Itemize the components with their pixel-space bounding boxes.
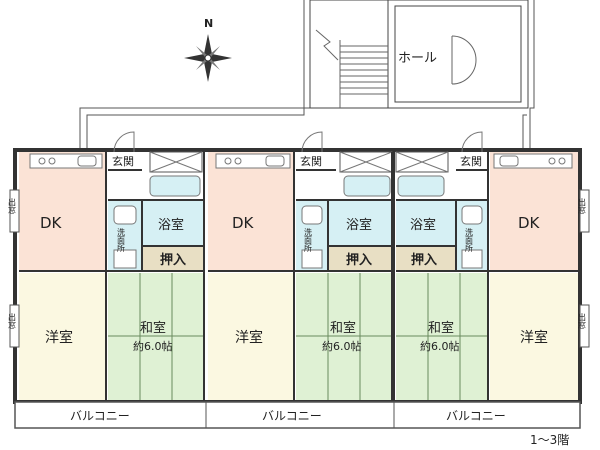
bath-room xyxy=(396,200,456,246)
bay-window xyxy=(9,189,20,233)
dk-label: DK xyxy=(232,214,255,232)
japanese-size-label: 約6.0帖 xyxy=(322,339,362,353)
stairwell xyxy=(309,0,529,109)
western-room xyxy=(490,273,578,400)
western-label: 洋室 xyxy=(520,329,548,346)
western-label: 洋室 xyxy=(235,329,263,346)
closet xyxy=(328,246,392,271)
japanese-label: 和室 xyxy=(140,320,166,336)
bath-label: 浴室 xyxy=(346,217,372,233)
bay-window-label: 出窓 xyxy=(578,312,587,329)
bath-room xyxy=(142,200,204,246)
japanese-size-label: 約6.0帖 xyxy=(133,339,173,353)
closet-label: 押入 xyxy=(411,252,437,268)
western-room xyxy=(208,273,294,400)
unit-2 xyxy=(208,131,393,400)
dk-room xyxy=(208,152,294,271)
western-label: 洋室 xyxy=(45,329,73,346)
washroom-label: 洗面所 xyxy=(465,227,474,253)
genkan xyxy=(456,152,488,170)
dk-label: DK xyxy=(40,214,63,232)
bay-window-label: 出窓 xyxy=(8,197,17,214)
balcony-label: バルコニー xyxy=(446,409,506,423)
genkan-label: 玄関 xyxy=(112,154,134,168)
kitchen-counter xyxy=(29,153,103,169)
japanese-size-label: 約6.0帖 xyxy=(420,339,460,353)
genkan-label: 玄関 xyxy=(300,154,322,168)
bath-label: 浴室 xyxy=(158,217,184,233)
compass xyxy=(184,34,232,82)
toilet xyxy=(343,175,391,197)
genkan-label: 玄関 xyxy=(460,154,482,168)
balcony-label: バルコニー xyxy=(70,409,130,423)
genkan xyxy=(108,152,142,170)
balcony xyxy=(14,401,581,429)
closet xyxy=(396,246,456,271)
bay-window xyxy=(579,189,590,233)
entrance-door xyxy=(113,131,135,153)
compass-north-label: N xyxy=(204,17,213,30)
dk-room xyxy=(490,152,578,271)
closet-label: 押入 xyxy=(160,252,186,268)
washroom-label: 洗面所 xyxy=(117,227,126,253)
bay-window-label: 出窓 xyxy=(8,312,17,329)
dk-label: DK xyxy=(518,214,541,232)
unit-1 xyxy=(9,131,205,400)
western-room xyxy=(19,273,106,400)
japanese-label: 和室 xyxy=(330,320,356,336)
closet xyxy=(142,246,204,271)
washroom-label: 洗面所 xyxy=(304,227,313,253)
japanese-label: 和室 xyxy=(428,320,454,336)
bay-window xyxy=(9,304,20,348)
toilet xyxy=(397,175,445,197)
kitchen-counter xyxy=(215,153,291,169)
bath-label: 浴室 xyxy=(410,217,436,233)
hall-label: ホール xyxy=(398,51,437,66)
toilet xyxy=(149,175,201,197)
closet-label: 押入 xyxy=(346,252,372,268)
kitchen-counter xyxy=(493,153,573,169)
unit-3 xyxy=(393,131,590,400)
bay-window xyxy=(579,304,590,348)
bay-window-label: 出窓 xyxy=(578,197,587,214)
entrance-door xyxy=(301,131,323,153)
floors-label: 1～3階 xyxy=(530,432,569,447)
entrance-door xyxy=(461,131,483,153)
dk-room xyxy=(19,152,106,271)
bath-room xyxy=(328,200,392,246)
balcony-label: バルコニー xyxy=(262,409,322,423)
genkan xyxy=(296,152,336,170)
